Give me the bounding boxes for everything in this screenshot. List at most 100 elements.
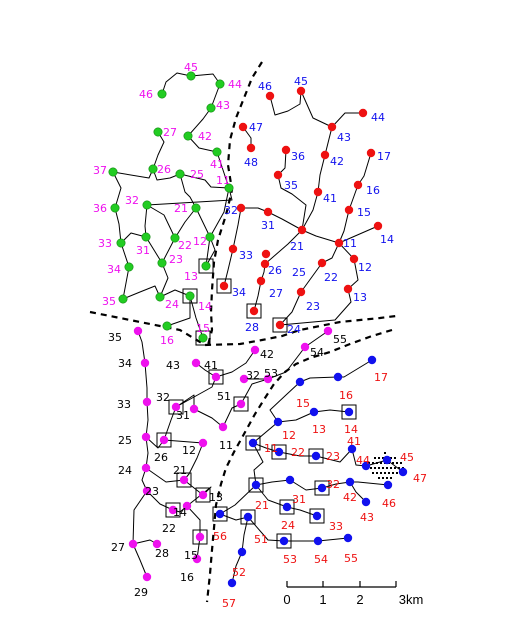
northeast-station-48	[246, 143, 256, 153]
southeast-station-label-33: 33	[329, 520, 343, 533]
northeast-station-label-26: 26	[268, 264, 282, 277]
southeast-station-label-24: 24	[281, 519, 295, 532]
northwest-station-13	[201, 261, 211, 271]
northeast-station-label-15: 15	[357, 206, 371, 219]
southeast-station-label-23: 23	[326, 450, 340, 463]
northwest-road-11	[209, 187, 230, 238]
northwest-road-3	[152, 131, 230, 189]
southeast-box-14	[341, 404, 357, 420]
southwest-station-label-54: 54	[310, 346, 324, 359]
hatch-dot	[370, 467, 372, 469]
southeast-station-13	[309, 407, 319, 417]
hatch-dot	[398, 467, 400, 469]
southwest-road-3	[175, 376, 217, 409]
northwest-station-15	[198, 333, 208, 343]
hatch-dot	[390, 457, 392, 459]
scale-bar: 0 1 2 3km	[283, 581, 423, 607]
southwest-station-12	[198, 438, 208, 448]
northeast-station-label-23: 23	[306, 300, 320, 313]
hatch-dot	[388, 472, 390, 474]
northeast-station-14	[373, 221, 383, 231]
southwest-station-label-23: 23	[145, 485, 159, 498]
northwest-road-10	[122, 285, 161, 300]
southwest-box-26	[156, 432, 172, 448]
northeast-station-label-31: 31	[261, 219, 275, 232]
northwest-station-32	[142, 200, 152, 210]
northeast-station-label-48: 48	[244, 156, 258, 169]
northwest-station-45	[186, 71, 196, 81]
southeast-station-label-41: 41	[347, 435, 361, 448]
northwest-station-22	[170, 233, 180, 243]
southeast-station-16	[333, 372, 343, 382]
southwest-station-41	[211, 372, 221, 382]
northeast-station-label-25: 25	[292, 266, 306, 279]
northeast-station-label-43: 43	[337, 131, 351, 144]
southwest-station-15	[195, 532, 205, 542]
southeast-station-43	[361, 497, 371, 507]
southeast-station-53	[279, 536, 289, 546]
northeast-station-43	[327, 122, 337, 132]
northeast-station-label-36: 36	[291, 150, 305, 163]
southwest-station-label-11: 11	[219, 439, 233, 452]
hatch-dot	[378, 467, 380, 469]
hatch-dot	[382, 457, 384, 459]
southeast-station-label-54: 54	[314, 553, 328, 566]
northwest-station-label-32: 32	[125, 194, 139, 207]
northeast-road-11	[223, 248, 234, 287]
southeast-station-label-51: 51	[254, 533, 268, 546]
southwest-station-label-31: 31	[176, 409, 190, 422]
northeast-station-label-12: 12	[358, 261, 372, 274]
southwest-station-11	[218, 422, 228, 432]
northeast-station-label-11: 11	[343, 237, 357, 250]
southeast-station-56	[215, 509, 225, 519]
hatch-dot	[374, 457, 376, 459]
northwest-station-11	[224, 183, 234, 193]
southeast-station-label-56: 56	[213, 530, 227, 543]
southwest-road-1	[132, 330, 149, 578]
southeast-box-21	[248, 477, 264, 493]
northwest-box-13	[198, 258, 214, 274]
northwest-station-label-45: 45	[184, 61, 198, 74]
northwest-station-46	[157, 89, 167, 99]
northeast-road-5	[277, 149, 307, 231]
southeast-box-56	[212, 506, 228, 522]
southwest-station-label-24: 24	[118, 464, 132, 477]
southeast-station-label-57: 57	[222, 597, 236, 610]
northwest-station-44	[215, 79, 225, 89]
northeast-station-label-27: 27	[269, 287, 283, 300]
northwest-station-16	[162, 321, 172, 331]
southwest-box-13	[195, 487, 211, 503]
southeast-station-15	[295, 377, 305, 387]
southeast-station-label-45: 45	[400, 451, 414, 464]
northwest-road-14	[146, 204, 176, 239]
southwest-box-32b	[168, 399, 184, 415]
southwest-station-label-29: 29	[134, 586, 148, 599]
northeast-station-22	[317, 258, 327, 268]
southeast-station-11	[248, 438, 258, 448]
southeast-road-3	[252, 442, 264, 486]
northeast-station-23	[296, 287, 306, 297]
northwest-station-12	[205, 232, 215, 242]
northwest-road-4	[112, 171, 130, 300]
hatch-dot	[390, 467, 392, 469]
hatch-dot	[392, 472, 394, 474]
southwest-station-27	[128, 539, 138, 549]
southeast-station-label-53: 53	[283, 553, 297, 566]
hatch-dot	[376, 472, 378, 474]
northeast-station-16	[353, 180, 363, 190]
northwest-station-36	[110, 203, 120, 213]
northeast-station-17	[366, 148, 376, 158]
southeast-station-42	[345, 477, 355, 487]
southwest-station-26	[159, 435, 169, 445]
southwest-station-23	[142, 486, 152, 496]
hatch-dot	[380, 462, 382, 464]
northeast-station-34	[219, 281, 229, 291]
southeast-station-22	[274, 447, 284, 457]
hatch-dot	[390, 477, 392, 479]
northeast-road-1	[269, 90, 302, 116]
northwest-road-15	[205, 236, 216, 267]
northeast-station-32	[236, 203, 246, 213]
northwest-station-label-14: 14	[198, 300, 212, 313]
northeast-station-label-35: 35	[284, 179, 298, 192]
southwest-station-label-13: 13	[209, 491, 223, 504]
